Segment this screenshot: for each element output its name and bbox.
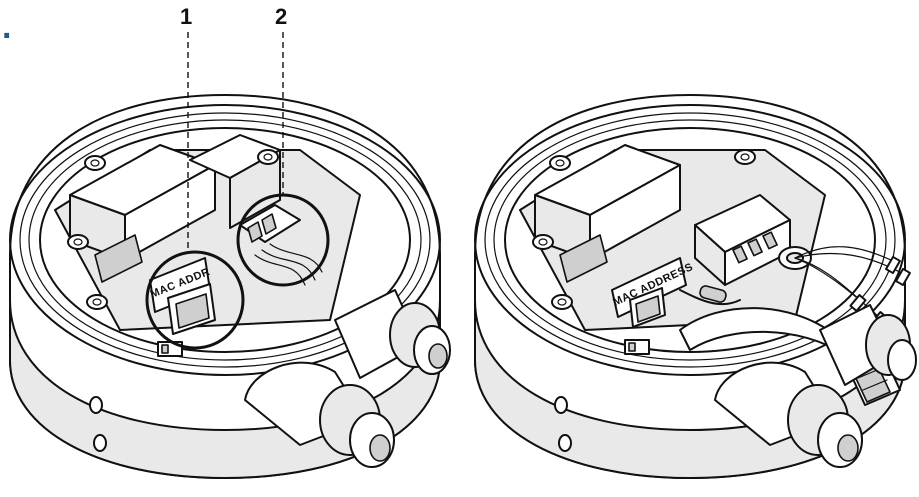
callout-1: 1 <box>180 4 192 29</box>
terminal-block <box>694 194 791 286</box>
cable-gland-right-left <box>334 289 451 379</box>
highlight-circle-1 <box>145 250 245 350</box>
housing-right: MAC ADDRESS <box>474 94 917 479</box>
step-marker: . <box>2 8 11 46</box>
housing-left: MAC ADDR <box>9 32 451 479</box>
cable-gland-right-right <box>819 304 917 386</box>
callout-2: 2 <box>275 4 287 29</box>
cable-gland-front-right <box>714 361 863 468</box>
cable-gland-front-left <box>244 361 395 468</box>
